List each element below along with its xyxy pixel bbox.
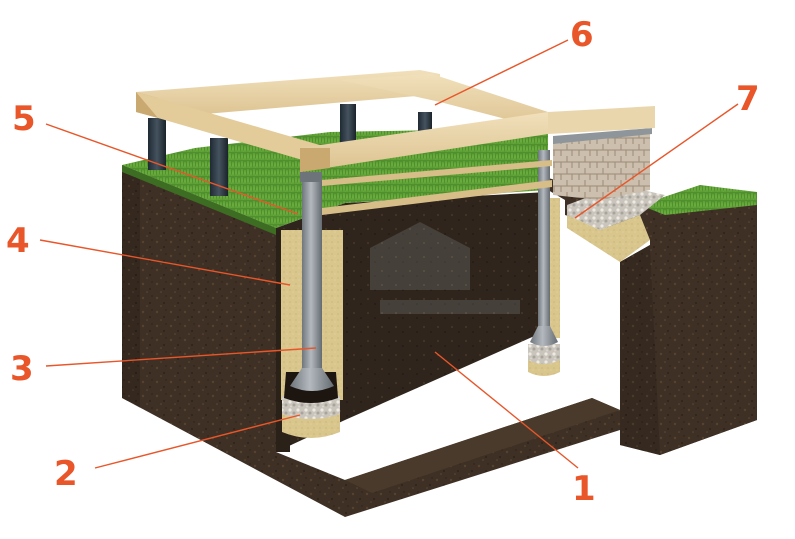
callout-numbers: 1 2 3 4 5 6 7 xyxy=(6,15,760,509)
grass-surface xyxy=(122,128,757,235)
gravel-cushion xyxy=(282,396,340,419)
callout-3: 3 xyxy=(10,349,34,389)
timber-grillage xyxy=(136,70,655,215)
leader-4 xyxy=(39,239,291,286)
pile-left-assembly xyxy=(281,178,343,438)
soil-block-right xyxy=(548,178,757,455)
callout-2: 2 xyxy=(54,454,78,494)
leader-5 xyxy=(45,123,299,215)
soil-block-left xyxy=(122,165,345,517)
leader-1 xyxy=(434,351,579,469)
callout-1: 1 xyxy=(572,469,596,509)
callout-6: 6 xyxy=(570,15,594,55)
leader-3 xyxy=(45,347,317,367)
leader-6 xyxy=(434,39,569,106)
pile-right-assembly xyxy=(528,150,560,376)
leader-lines xyxy=(39,39,739,469)
front-posts xyxy=(300,172,322,182)
trench xyxy=(276,192,620,517)
callout-4: 4 xyxy=(6,221,30,261)
concrete-pile xyxy=(302,178,322,368)
watermark-logo xyxy=(370,222,520,314)
leader-7 xyxy=(574,103,739,219)
callout-5: 5 xyxy=(12,99,36,139)
callout-7: 7 xyxy=(736,79,760,119)
leader-2 xyxy=(94,414,301,469)
